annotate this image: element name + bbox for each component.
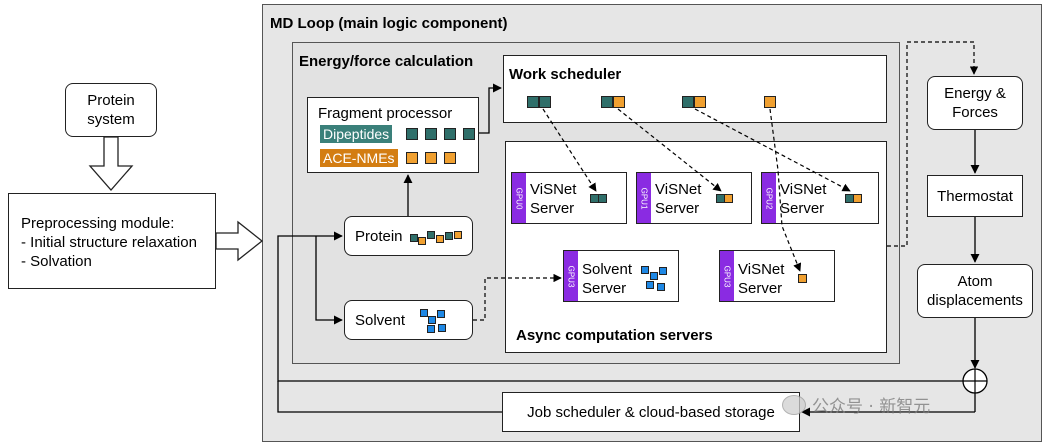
job-square bbox=[527, 96, 539, 108]
solvent-server-gpu3: GPU3 Solvent Server bbox=[563, 250, 679, 302]
job-square bbox=[694, 96, 706, 108]
solvent-square bbox=[657, 283, 665, 291]
visnet-server-gpu3: GPU3 ViSNet Server bbox=[719, 250, 835, 302]
ace-nme-square bbox=[425, 152, 437, 164]
preprocessing-line1: Preprocessing module: bbox=[21, 215, 175, 232]
job-square bbox=[598, 194, 607, 203]
job-square bbox=[853, 194, 862, 203]
dipeptides-tag: Dipeptides bbox=[320, 125, 393, 143]
protein-system-box: Protein system bbox=[65, 83, 157, 137]
dipeptide-square bbox=[425, 128, 437, 140]
job-square bbox=[539, 96, 551, 108]
protein-system-line2: system bbox=[87, 111, 135, 128]
server-label-line1: Solvent bbox=[582, 261, 633, 278]
server-label-line1: ViSNet bbox=[780, 181, 827, 198]
solvent-square bbox=[646, 281, 654, 289]
preprocessing-box bbox=[8, 193, 216, 289]
protein-system-line1: Protein bbox=[87, 92, 135, 109]
server-label-line2: Server bbox=[738, 280, 783, 297]
gpu-label: GPU2 bbox=[762, 173, 776, 223]
dipeptide-square bbox=[463, 128, 475, 140]
hollow-arrow-down bbox=[88, 136, 134, 191]
job-square bbox=[764, 96, 776, 108]
solvent-square bbox=[659, 267, 667, 275]
thermostat-box: Thermostat bbox=[927, 175, 1023, 217]
server-label-line2: Server bbox=[530, 200, 575, 217]
job-square bbox=[682, 96, 694, 108]
job-square bbox=[798, 274, 807, 283]
solvent-square bbox=[420, 309, 428, 317]
protein-square bbox=[418, 237, 426, 245]
protein-square bbox=[445, 232, 453, 240]
dipeptide-square bbox=[406, 128, 418, 140]
visnet-server-gpu0: GPU0 ViSNet Server bbox=[511, 172, 627, 224]
hollow-arrow-right bbox=[215, 220, 264, 262]
ace-nme-square bbox=[406, 152, 418, 164]
solvent-square bbox=[438, 324, 446, 332]
md-loop-title: MD Loop (main logic component) bbox=[270, 15, 508, 32]
server-label-line1: ViSNet bbox=[655, 181, 702, 198]
solvent-box bbox=[344, 300, 473, 340]
ace-nmes-tag: ACE-NMEs bbox=[320, 149, 398, 167]
solvent-branch bbox=[315, 236, 343, 325]
solvent-label: Solvent bbox=[355, 312, 406, 329]
server-label-line2: Server bbox=[655, 200, 700, 217]
fragment-processor-title: Fragment processor bbox=[318, 105, 453, 122]
work-scheduler-box bbox=[503, 55, 887, 123]
fragment-to-scheduler bbox=[479, 83, 502, 134]
energy-forces-line2: Forces bbox=[952, 104, 998, 121]
gpu-label: GPU3 bbox=[720, 251, 734, 301]
energy-forces-line1: Energy & bbox=[944, 85, 1006, 102]
solvent-square bbox=[641, 266, 649, 274]
atom-disp-line2: displacements bbox=[927, 292, 1023, 309]
preprocessing-line2: - Initial structure relaxation bbox=[21, 234, 197, 251]
protein-label: Protein bbox=[355, 228, 403, 245]
solvent-square bbox=[428, 316, 436, 324]
work-scheduler-title: Work scheduler bbox=[509, 66, 622, 83]
solvent-square bbox=[650, 272, 658, 280]
watermark-text: 公众号 · 新智元 bbox=[812, 397, 931, 417]
async-servers-title: Async computation servers bbox=[516, 327, 713, 344]
preprocessing-line3: - Solvation bbox=[21, 253, 92, 270]
protein-square bbox=[454, 231, 462, 239]
solvent-square bbox=[437, 310, 445, 318]
dipeptide-square bbox=[444, 128, 456, 140]
energy-forces-box: Energy & Forces bbox=[927, 76, 1023, 130]
job-scheduler-line bbox=[277, 381, 502, 413]
job-scheduler-box: Job scheduler & cloud-based storage bbox=[502, 392, 800, 432]
server-label-line1: ViSNet bbox=[530, 181, 577, 198]
solvent-square bbox=[427, 325, 435, 333]
ace-nme-square bbox=[444, 152, 456, 164]
wechat-icon bbox=[782, 394, 806, 415]
protein-square bbox=[427, 231, 435, 239]
server-label-line2: Server bbox=[780, 200, 825, 217]
job-square bbox=[724, 194, 733, 203]
gpu-label: GPU3 bbox=[564, 251, 578, 301]
protein-square bbox=[410, 234, 418, 242]
atom-disp-line1: Atom bbox=[957, 273, 993, 290]
watermark: 公众号 · 新智元 bbox=[782, 392, 930, 417]
gpu-label: GPU1 bbox=[637, 173, 651, 223]
job-square bbox=[601, 96, 613, 108]
server-label-line1: ViSNet bbox=[738, 261, 785, 278]
job-square bbox=[613, 96, 625, 108]
energy-force-title: Energy/force calculation bbox=[299, 53, 474, 70]
loop-line bbox=[277, 231, 975, 382]
protein-square bbox=[436, 235, 444, 243]
atom-displacements-box: Atom displacements bbox=[917, 264, 1033, 318]
gpu-label: GPU0 bbox=[512, 173, 526, 223]
server-label-line2: Server bbox=[582, 280, 627, 297]
